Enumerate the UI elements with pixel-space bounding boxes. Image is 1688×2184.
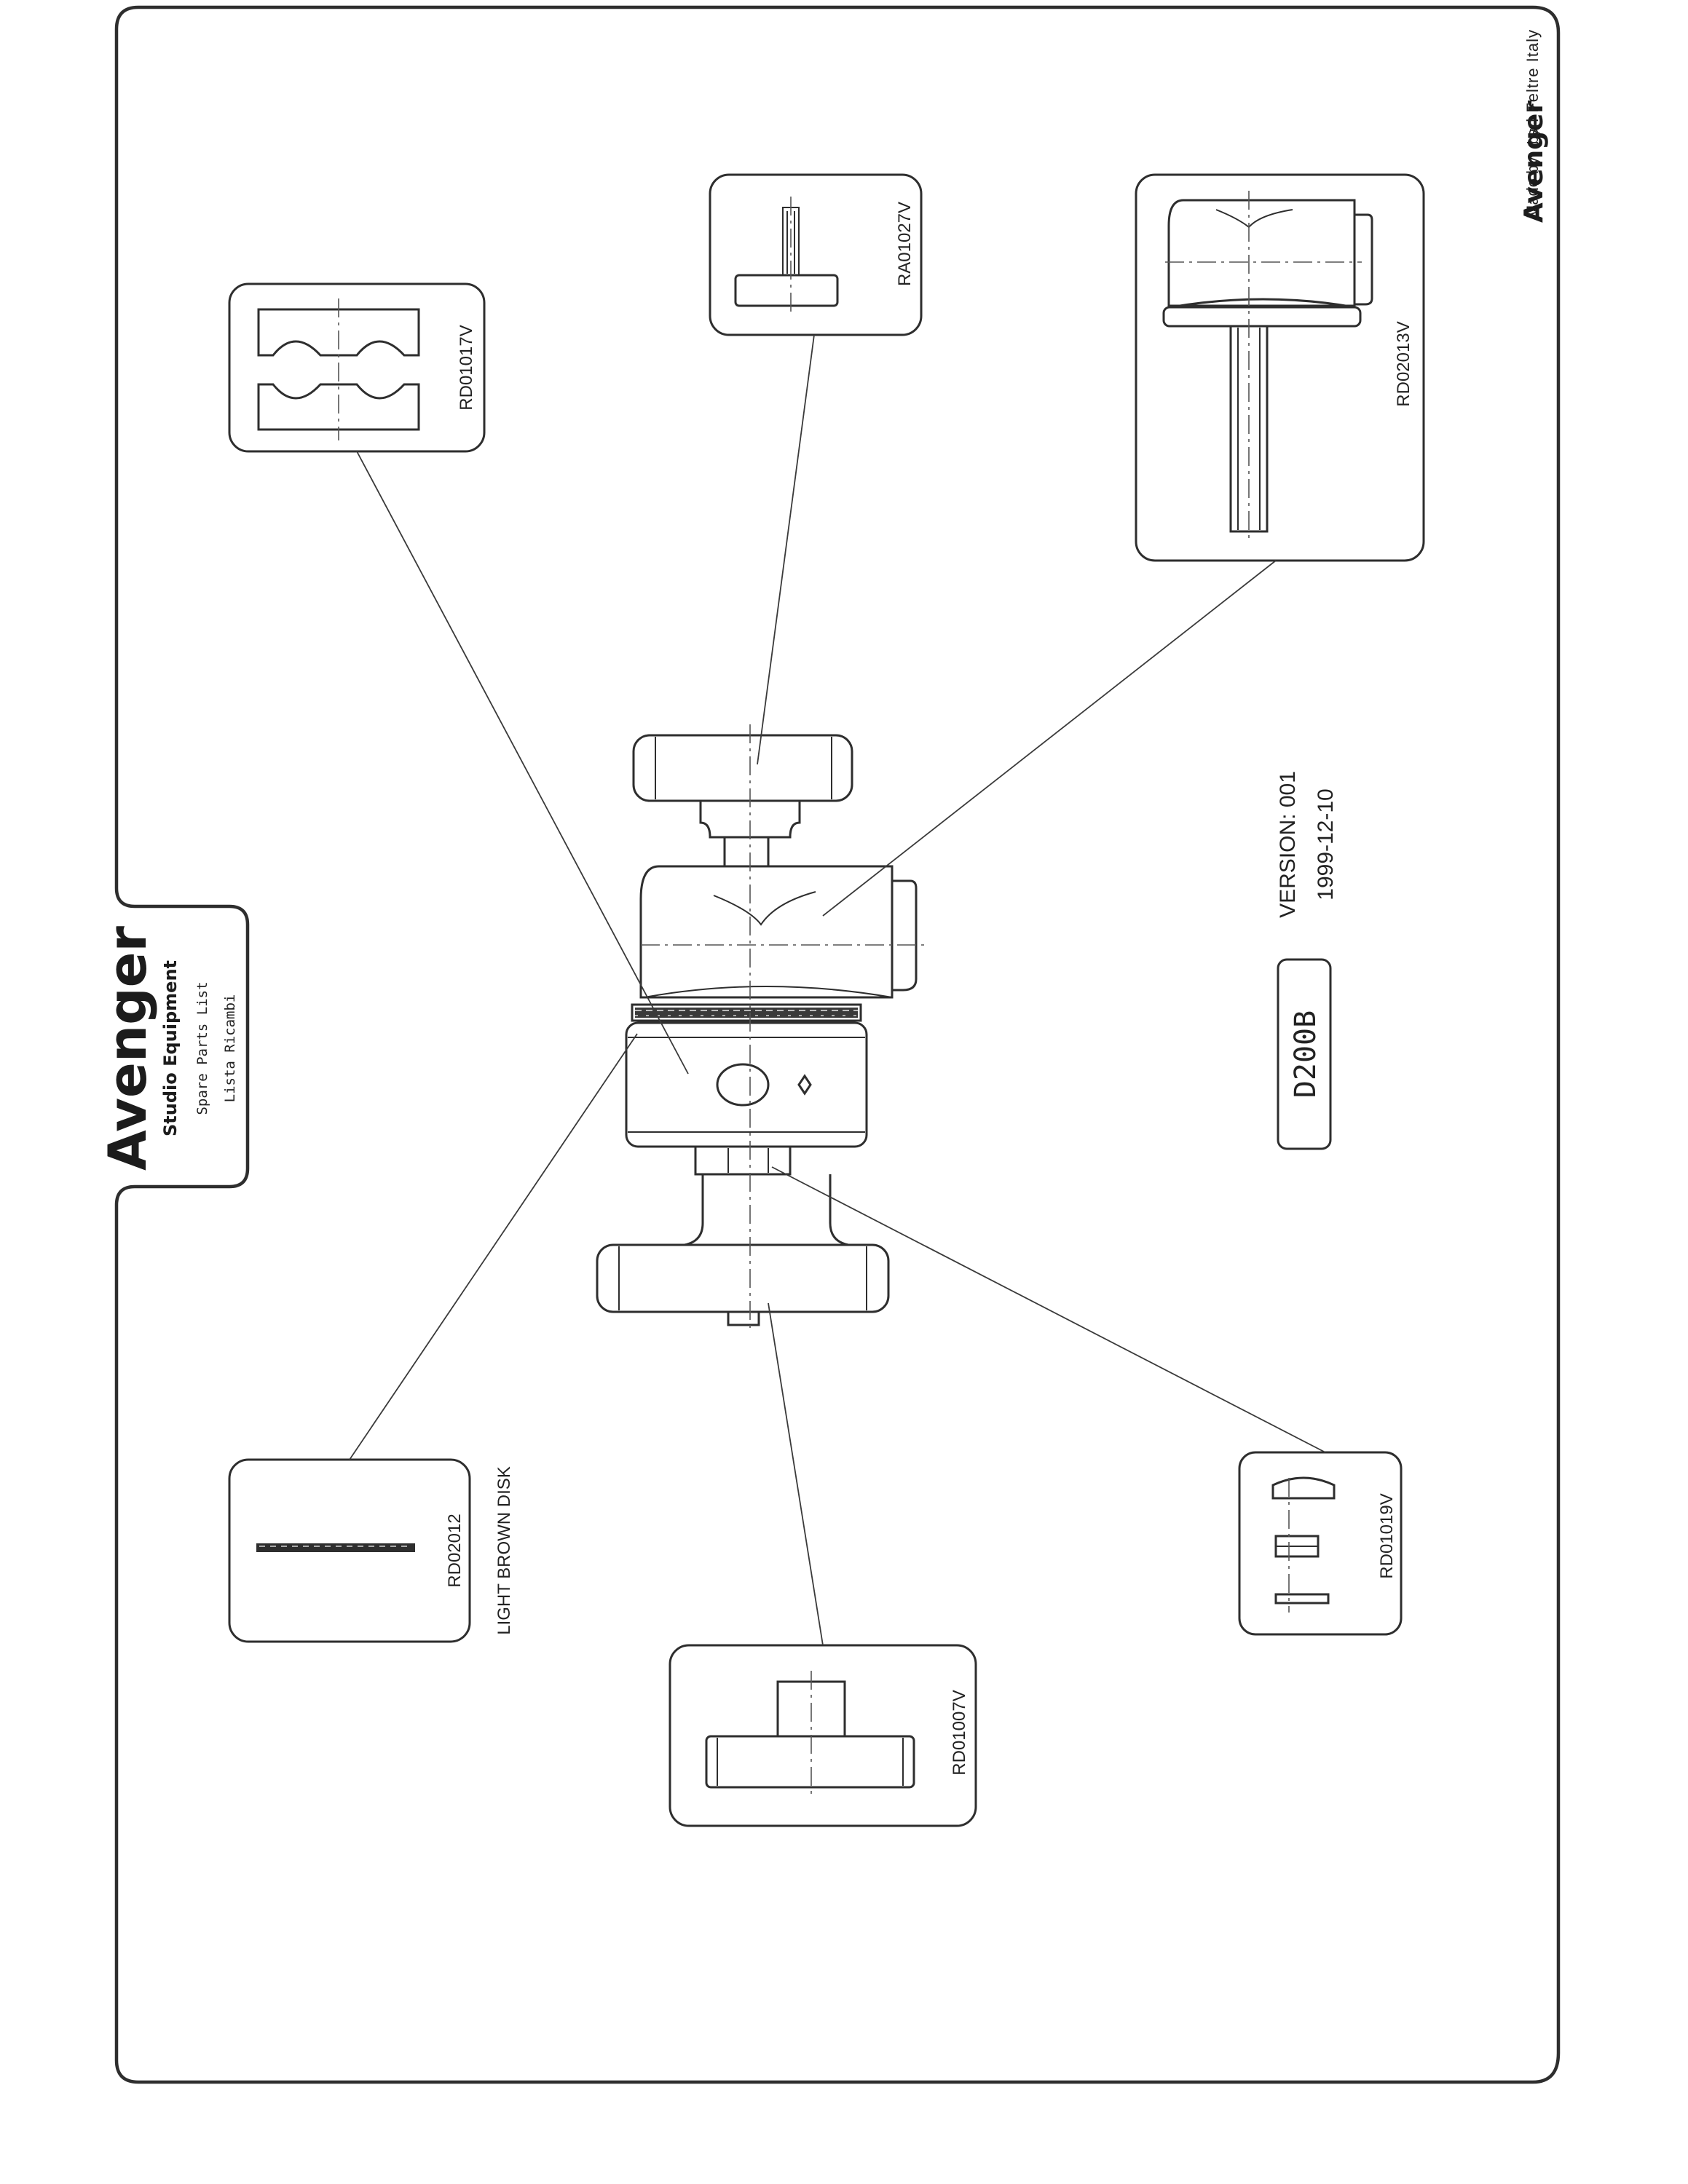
part-rd01017v: RD01017V — [228, 282, 486, 453]
version-label: VERSION: 001 — [1276, 771, 1300, 918]
version-date: 1999-12-10 — [1314, 788, 1338, 900]
part-rd02012: RD02012 LIGHT BROWN DISK — [228, 1458, 514, 1643]
part-code: RA01027V — [895, 202, 915, 286]
leader-lines — [349, 334, 1326, 1646]
part-code: RD02013V — [1394, 321, 1413, 406]
part-rd01007v: RD01007V — [669, 1644, 977, 1827]
footer-origin: srl Feltre Italy — [1523, 29, 1542, 137]
title-subtitle: Studio Equipment — [160, 960, 181, 1136]
part-code: RD01019V — [1377, 1493, 1397, 1578]
sheet-frame — [114, 5, 1561, 2084]
part-code: RD01017V — [457, 325, 476, 410]
part-note: LIGHT BROWN DISK — [494, 1466, 514, 1635]
title-line-2: Lista Ricambi — [222, 994, 238, 1103]
part-ra01027v: RA01027V — [709, 173, 923, 336]
footer-brand: Avenger — [1519, 100, 1549, 223]
main-assembly — [596, 724, 928, 1332]
brand-logo: Avenger — [97, 925, 158, 1171]
title-line-1: Spare Parts List — [194, 981, 210, 1115]
model-code: D200B — [1289, 1010, 1322, 1098]
part-code: RD02012 — [445, 1514, 465, 1587]
title-block: Avenger Studio Equipment Spare Parts Lis… — [97, 925, 238, 1171]
footer-made-by: Made by by — [1523, 129, 1542, 218]
model-box — [1277, 958, 1332, 1150]
part-code: RD01007V — [950, 1690, 969, 1775]
part-rd02013v: RD02013V — [1135, 173, 1425, 562]
part-rd01019v: RD01019V — [1238, 1451, 1403, 1636]
